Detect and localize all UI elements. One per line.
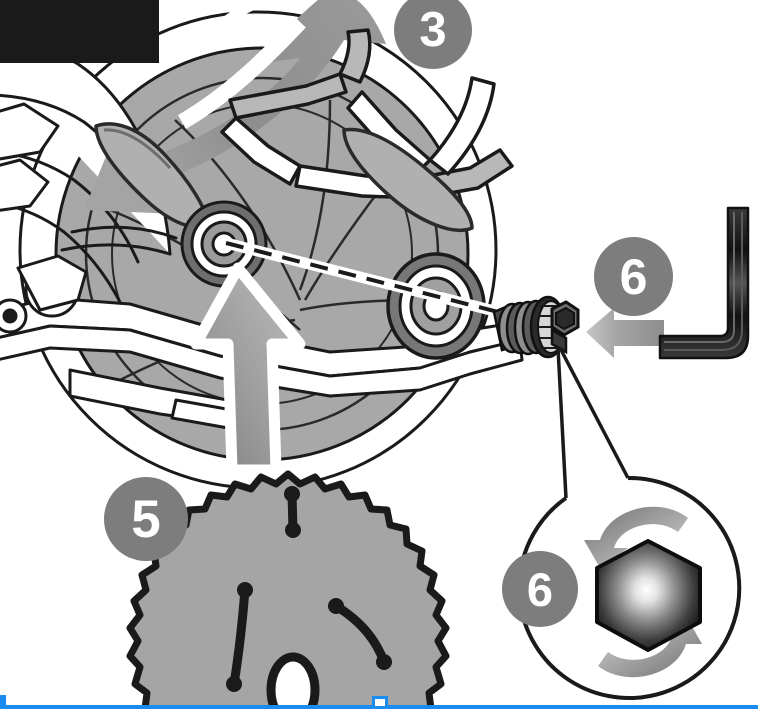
arbor-bolt (492, 295, 580, 359)
hex-key-insert-arrow (586, 308, 664, 358)
selection-handle-bottom-center[interactable] (372, 696, 388, 709)
callout-badge-6-detail: 6 (502, 551, 578, 627)
blade-lift-arrow (190, 262, 306, 476)
callout-badge-6-top: 6 (594, 237, 673, 316)
loosen-rotation-arrow (584, 506, 688, 568)
arrow-highlight (177, 16, 306, 129)
redaction-block (0, 0, 159, 63)
selection-handle-left[interactable] (0, 695, 6, 709)
hex-socket-glyph (595, 539, 702, 652)
hex-key-icon (658, 206, 750, 360)
detail-leader-lines (556, 347, 630, 499)
lower-guard-lever-right (342, 127, 474, 233)
callout-badge-3: 3 (394, 0, 472, 69)
blade-arbor-hole (266, 652, 320, 709)
arbor-axis-dashed-centerline (220, 237, 536, 326)
callout-badge-5: 5 (104, 477, 188, 561)
loose-saw-blade (126, 470, 450, 709)
